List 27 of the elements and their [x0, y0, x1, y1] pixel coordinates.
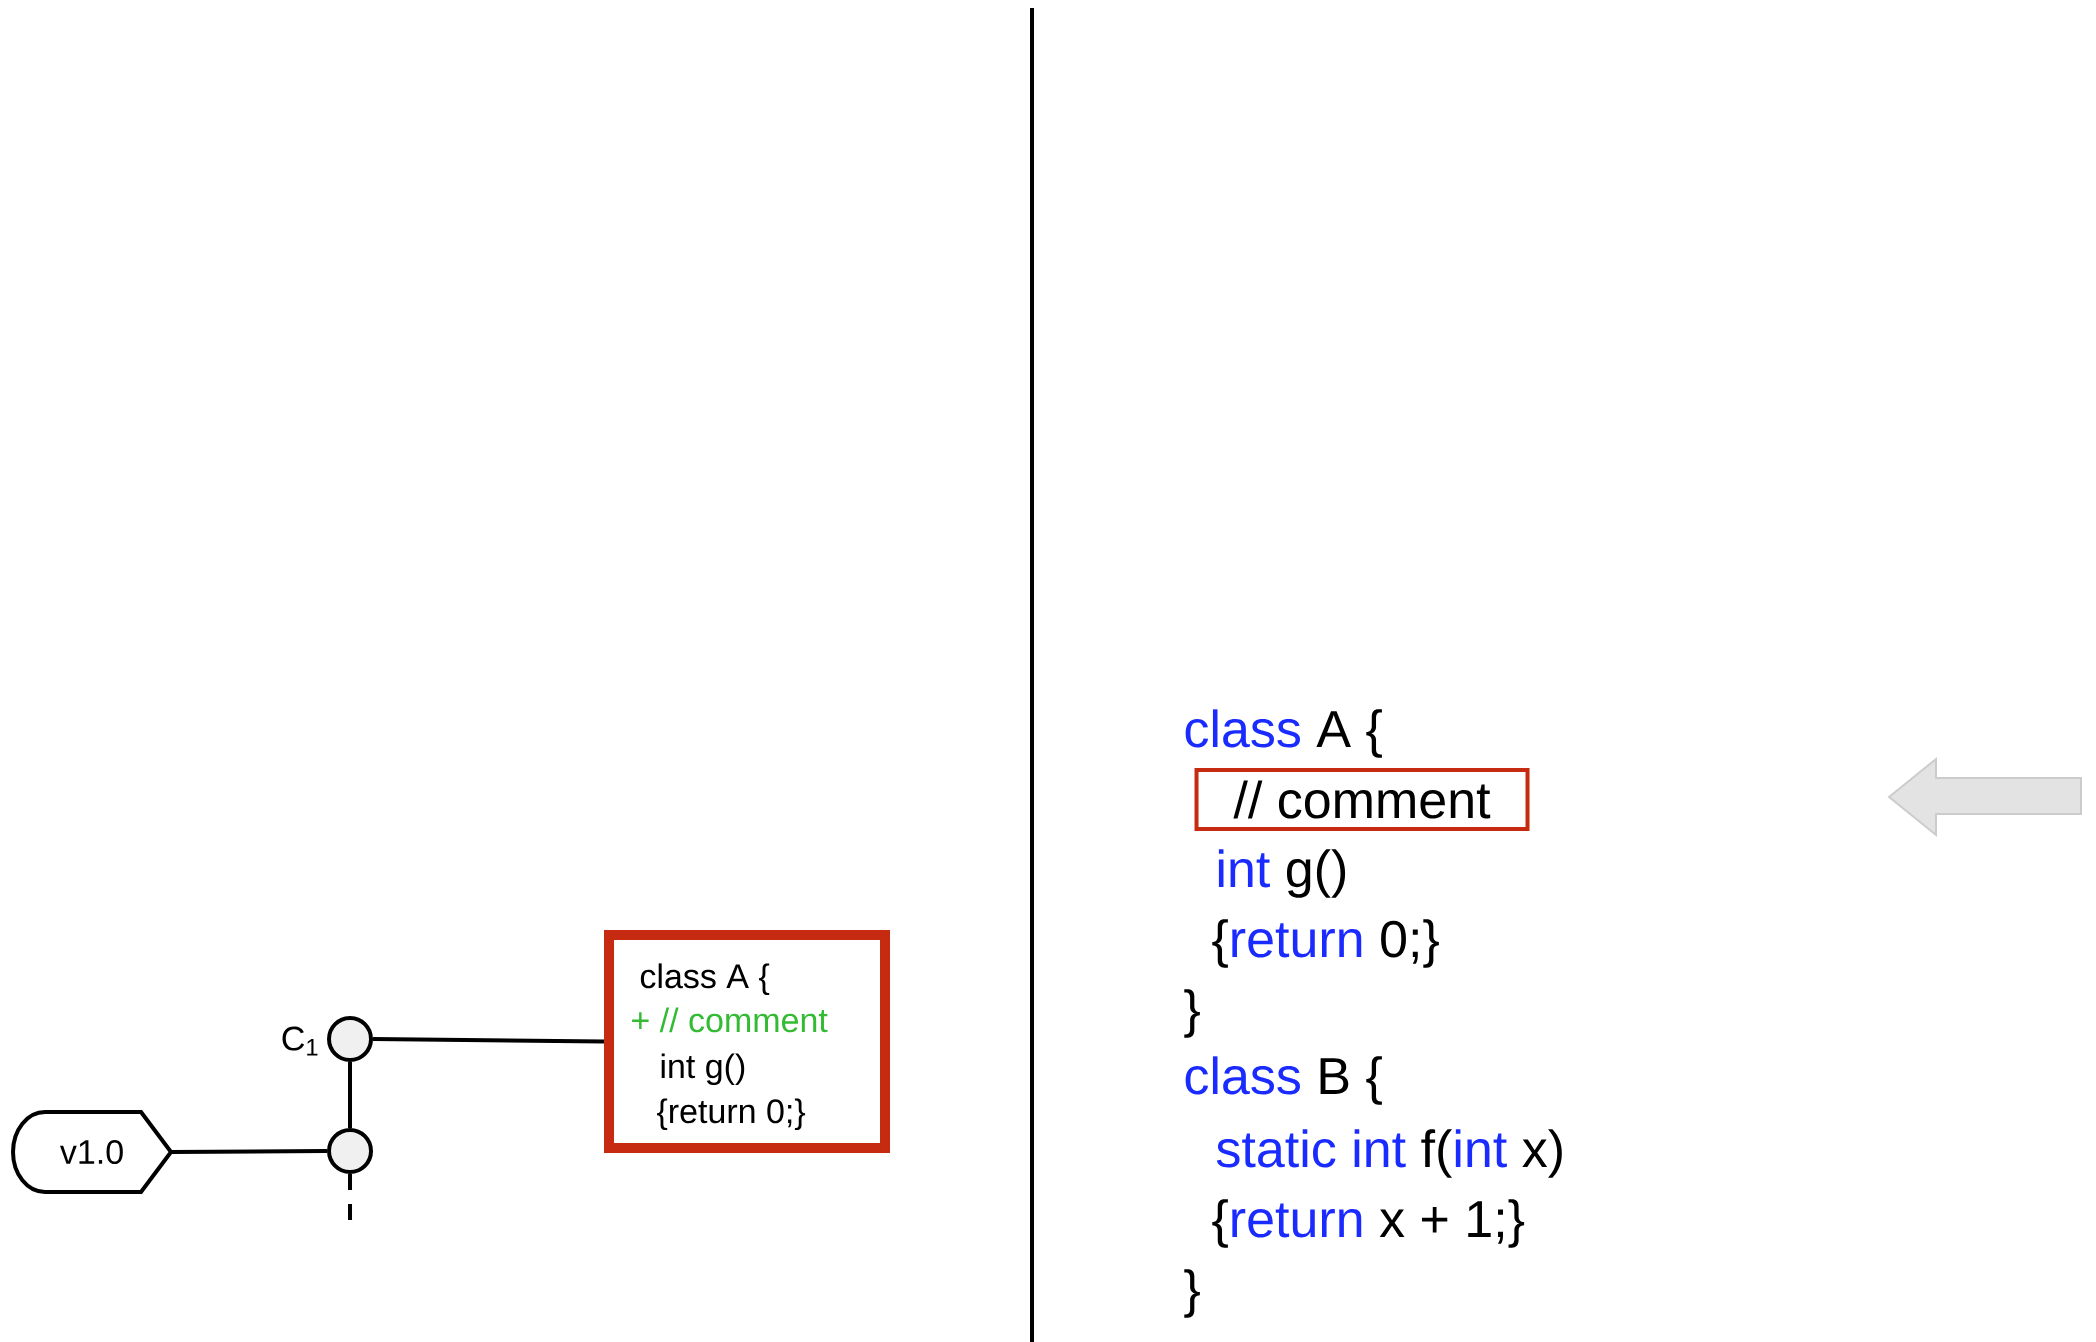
code-text: x + 1;} [1379, 1199, 1525, 1248]
code-keyword: int [1455, 1129, 1507, 1168]
code-box [604, 930, 890, 1153]
code-text: x) [1522, 1129, 1562, 1178]
commit-label: C$_{1}$ [282, 1026, 318, 1056]
code-line: int g() [661, 1053, 745, 1086]
commit-circle [327, 1128, 373, 1174]
code-keyword: return [1232, 923, 1362, 958]
code-text: B { [1320, 1056, 1382, 1105]
code-keyword: static int [1216, 1129, 1406, 1168]
code-keyword: return [1232, 1203, 1362, 1238]
code-text: } [1184, 1269, 1200, 1318]
highlight-box: // comment [1194, 768, 1530, 831]
code-line: class A { [640, 963, 770, 996]
code-text: } [1184, 989, 1200, 1038]
connector-line [373, 1037, 605, 1044]
connector-line [171, 1149, 328, 1154]
code-text: 0;} [1381, 919, 1439, 968]
code-line: + // comment [632, 1007, 828, 1033]
code-keyword: class [1185, 1056, 1300, 1095]
connector-line [348, 1174, 352, 1221]
connector-line [348, 1062, 352, 1128]
code-text: { [1212, 1199, 1228, 1248]
code-text: f( [1421, 1129, 1453, 1178]
tag: v1.0 [11, 1110, 173, 1194]
code-text: { [1212, 919, 1228, 968]
code-line: {return 0;} [657, 1098, 806, 1131]
